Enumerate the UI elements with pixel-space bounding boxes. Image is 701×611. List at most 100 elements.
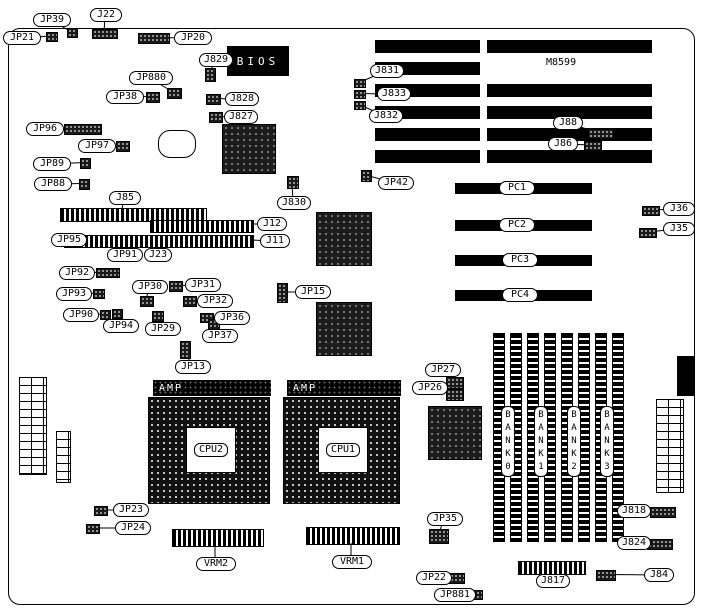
edge-connector-block bbox=[677, 356, 695, 396]
chipset-model-text: M8599 bbox=[544, 57, 579, 68]
power-connector-right bbox=[656, 399, 684, 493]
callout-jp94: JP94 bbox=[103, 319, 139, 333]
bank-label-bank1: B A N K 1 bbox=[534, 406, 548, 477]
callout-jp29: JP29 bbox=[145, 322, 181, 336]
callout-j818: J818 bbox=[617, 504, 651, 518]
callout-jp91: JP91 bbox=[107, 248, 143, 262]
amp-connector-cpu2: AMP bbox=[153, 380, 271, 396]
isa-slot bbox=[487, 40, 652, 53]
jumper-block-jp27 bbox=[446, 377, 464, 389]
vrm1-connector bbox=[306, 527, 400, 545]
callout-jp27: JP27 bbox=[425, 363, 461, 377]
jumper-block-jp24 bbox=[86, 524, 100, 534]
callout-jp97: JP97 bbox=[78, 139, 116, 153]
vrm2-connector bbox=[172, 529, 264, 547]
callout-jp90: JP90 bbox=[63, 308, 99, 322]
qfp-chip-3 bbox=[316, 302, 372, 356]
cpu2-center: CPU2 bbox=[186, 427, 236, 473]
jumper-block-j88 bbox=[588, 129, 614, 139]
jumper-block-j833 bbox=[354, 90, 366, 99]
callout-pc2: PC2 bbox=[499, 218, 535, 232]
callout-jp32: JP32 bbox=[197, 294, 233, 308]
jumper-block-jp96 bbox=[64, 124, 102, 135]
jumper-block-jp31 bbox=[169, 281, 183, 292]
callout-j22: J22 bbox=[90, 8, 122, 22]
j817-connector bbox=[518, 561, 586, 575]
jumper-block-j84 bbox=[596, 570, 616, 581]
jumper-block-j832 bbox=[354, 101, 366, 110]
jumper-block-jp13 bbox=[180, 341, 191, 359]
callout-jp38: JP38 bbox=[106, 90, 144, 104]
callout-pc3: PC3 bbox=[502, 253, 538, 267]
jumper-block-jp20 bbox=[138, 33, 170, 44]
callout-jp39: JP39 bbox=[33, 13, 71, 27]
callout-jp93: JP93 bbox=[56, 287, 92, 301]
callout-jp88: JP88 bbox=[34, 177, 72, 191]
jumper-block-jp39 bbox=[67, 28, 78, 38]
jumper-block-jp93 bbox=[93, 289, 105, 299]
callout-jp21: JP21 bbox=[3, 31, 41, 45]
isa-slot bbox=[487, 84, 652, 97]
jumper-block-j824 bbox=[647, 539, 673, 550]
callout-j828: J828 bbox=[225, 92, 259, 106]
callout-jp26: JP26 bbox=[412, 381, 448, 395]
callout-jp35: JP35 bbox=[427, 512, 463, 526]
callout-jp36: JP36 bbox=[214, 311, 250, 325]
jumper-block-jp21 bbox=[46, 32, 58, 42]
amp-label: AMP bbox=[159, 382, 184, 394]
amp-label: AMP bbox=[293, 382, 318, 394]
bank-label-bank3: B A N K 3 bbox=[600, 406, 614, 477]
jumper-block-jp880 bbox=[167, 88, 182, 99]
jumper-block-jp97 bbox=[116, 141, 130, 152]
jumper-block-j86 bbox=[584, 141, 602, 151]
callout-jp23: JP23 bbox=[113, 503, 149, 517]
power-connector-left bbox=[19, 377, 47, 475]
jumper-block-jp89 bbox=[80, 158, 91, 169]
isa-slot bbox=[487, 106, 652, 119]
callout-jp15: JP15 bbox=[295, 285, 331, 299]
jumper-block-jp38 bbox=[146, 92, 160, 103]
callout-j831: J831 bbox=[370, 64, 404, 78]
jumper-block-j829 bbox=[205, 68, 216, 82]
isa-slot bbox=[375, 128, 480, 141]
jumper-block-jp29 bbox=[152, 311, 164, 322]
j85-header bbox=[60, 208, 207, 222]
callout-jp31: JP31 bbox=[185, 278, 221, 292]
jumper-block-jp88 bbox=[79, 179, 90, 190]
callout-jp92: JP92 bbox=[59, 266, 95, 280]
callout-jp89: JP89 bbox=[33, 157, 71, 171]
bios-chip-label: BIOS bbox=[236, 54, 280, 68]
callout-j833: J833 bbox=[377, 87, 411, 101]
jumper-block-jp30 bbox=[140, 296, 154, 307]
callout-j36: J36 bbox=[663, 202, 695, 216]
callout-j23: J23 bbox=[144, 248, 172, 262]
callout-pc1: PC1 bbox=[499, 181, 535, 195]
callout-jp95: JP95 bbox=[51, 233, 87, 247]
jumper-block-jp92 bbox=[96, 268, 120, 278]
jumper-block-j831 bbox=[354, 79, 366, 88]
callout-j86: J86 bbox=[548, 137, 578, 151]
callout-j832: J832 bbox=[369, 109, 403, 123]
j11-header bbox=[64, 235, 254, 248]
jumper-block-j35 bbox=[639, 228, 657, 238]
callout-jp42: JP42 bbox=[378, 176, 414, 190]
jumper-block-j36 bbox=[642, 206, 660, 216]
crystal-component bbox=[158, 130, 196, 158]
cpu1-center: CPU1 bbox=[318, 427, 368, 473]
callout-jp881: JP881 bbox=[434, 588, 476, 602]
callout-jp24: JP24 bbox=[115, 521, 151, 535]
bank-label-bank0: B A N K 0 bbox=[501, 406, 515, 477]
jumper-block-jp15 bbox=[277, 283, 288, 303]
j12-header bbox=[150, 220, 254, 233]
callout-j85: J85 bbox=[109, 191, 141, 205]
jumper-block-jp42 bbox=[361, 170, 372, 182]
jumper-block-j818 bbox=[650, 507, 676, 518]
jumper-block-j827 bbox=[209, 112, 223, 123]
callout-jp13: JP13 bbox=[175, 360, 211, 374]
callout-jp37: JP37 bbox=[202, 329, 238, 343]
callout-j829: J829 bbox=[199, 53, 233, 67]
callout-pc4: PC4 bbox=[502, 288, 538, 302]
callout-j824: J824 bbox=[617, 536, 651, 550]
callout-j88: J88 bbox=[553, 116, 583, 130]
amp-connector-cpu1: AMP bbox=[287, 380, 401, 396]
